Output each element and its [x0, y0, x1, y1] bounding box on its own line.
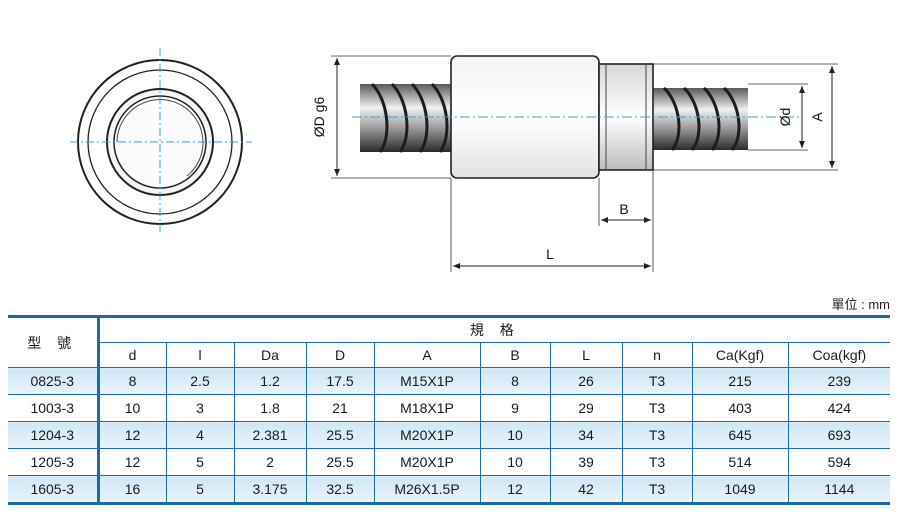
- cell-a: M20X1P: [373, 448, 480, 476]
- cell-da: 1.2: [233, 367, 306, 395]
- dim-label-A: A: [809, 112, 825, 122]
- col-header-D: D: [305, 342, 374, 368]
- cell-l: 2.5: [165, 367, 234, 395]
- cell-n: T3: [621, 448, 692, 476]
- cell-l: 4: [165, 421, 234, 449]
- cell-coa-kgf: 424: [787, 394, 891, 422]
- cell-b: 10: [479, 448, 550, 476]
- cell-l: 3: [165, 394, 234, 422]
- cell-coa-kgf: 594: [787, 448, 891, 476]
- cell-d: 17.5: [305, 367, 374, 395]
- cell-ca-kgf: 645: [691, 421, 788, 449]
- cell-l: 34: [549, 421, 622, 449]
- cell-l: 42: [549, 475, 622, 505]
- spec-table: 型 號 規 格 d l Da D A B L n Ca(Kgf) Coa(kgf…: [8, 315, 891, 505]
- cell-coa-kgf: 239: [787, 367, 891, 395]
- col-header-A: A: [373, 342, 480, 368]
- cell-da: 2: [233, 448, 306, 476]
- cell-b: 10: [479, 421, 550, 449]
- cell-ca-kgf: 514: [691, 448, 788, 476]
- row-model: 0825-3: [8, 367, 100, 395]
- dim-label-d: Ød: [777, 108, 793, 127]
- table-header-row-1: 型 號 規 格: [8, 315, 891, 368]
- cell-coa-kgf: 1144: [787, 475, 891, 505]
- end-view: [70, 48, 252, 234]
- dim-label-B: B: [619, 201, 628, 217]
- cell-d: 16: [98, 475, 166, 505]
- cell-a: M15X1P: [373, 367, 480, 395]
- cell-l: 26: [549, 367, 622, 395]
- cell-n: T3: [621, 421, 692, 449]
- model-header: 型 號: [8, 315, 100, 368]
- row-model: 1605-3: [8, 475, 100, 505]
- cell-ca-kgf: 215: [691, 367, 788, 395]
- row-model: 1003-3: [8, 394, 100, 422]
- col-header-l: l: [165, 342, 234, 368]
- cell-da: 1.8: [233, 394, 306, 422]
- dim-label-D: ØD g6: [311, 97, 327, 138]
- cell-l: 29: [549, 394, 622, 422]
- spec-header: 規 格: [98, 315, 891, 343]
- side-view: [331, 55, 838, 272]
- col-header-n: n: [621, 342, 692, 368]
- cell-l: 39: [549, 448, 622, 476]
- cell-d: 12: [98, 448, 166, 476]
- cell-a: M26X1.5P: [373, 475, 480, 505]
- cell-n: T3: [621, 367, 692, 395]
- col-header-B: B: [479, 342, 550, 368]
- cell-da: 3.175: [233, 475, 306, 505]
- col-header-L: L: [549, 342, 622, 368]
- cell-b: 12: [479, 475, 550, 505]
- cell-b: 8: [479, 367, 550, 395]
- col-header-Coa: Coa(kgf): [787, 342, 891, 368]
- table-header-row-2: d l Da D A B L n Ca(Kgf) Coa(kgf): [8, 342, 891, 368]
- cell-d: 10: [98, 394, 166, 422]
- cell-d: 25.5: [305, 421, 374, 449]
- cell-d: 8: [98, 367, 166, 395]
- row-model: 1204-3: [8, 421, 100, 449]
- technical-drawing: ØD g6 Ød A B L: [70, 48, 838, 272]
- col-header-Da: Da: [233, 342, 306, 368]
- unit-label: 單位 : mm: [831, 297, 891, 312]
- cell-ca-kgf: 403: [691, 394, 788, 422]
- cell-l: 5: [165, 475, 234, 505]
- cell-d: 25.5: [305, 448, 374, 476]
- cell-da: 2.381: [233, 421, 306, 449]
- dim-label-L: L: [546, 246, 554, 262]
- cell-n: T3: [621, 475, 692, 505]
- cell-l: 5: [165, 448, 234, 476]
- cell-a: M20X1P: [373, 421, 480, 449]
- cell-coa-kgf: 693: [787, 421, 891, 449]
- cell-d: 21: [305, 394, 374, 422]
- col-header-d: d: [98, 342, 166, 368]
- cell-d: 32.5: [305, 475, 374, 505]
- cell-d: 12: [98, 421, 166, 449]
- cell-n: T3: [621, 394, 692, 422]
- cell-ca-kgf: 1049: [691, 475, 788, 505]
- cell-a: M18X1P: [373, 394, 480, 422]
- cell-b: 9: [479, 394, 550, 422]
- row-model: 1205-3: [8, 448, 100, 476]
- col-header-Ca: Ca(Kgf): [691, 342, 788, 368]
